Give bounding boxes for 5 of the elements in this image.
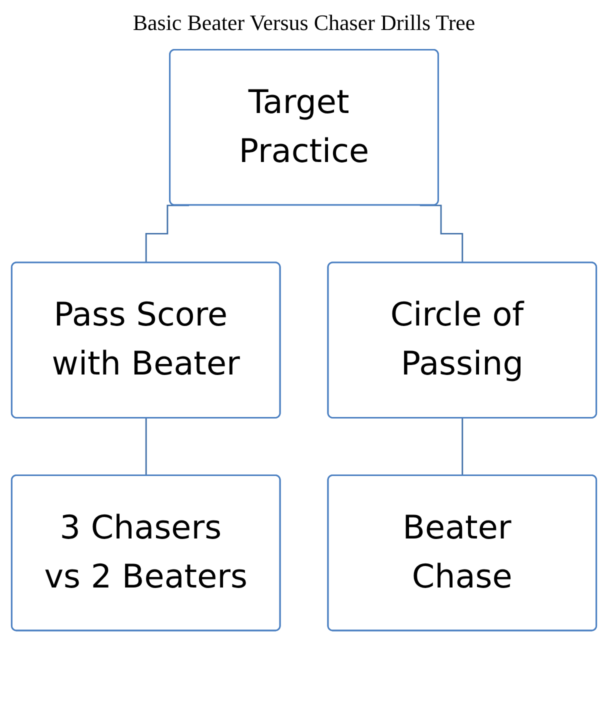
diagram-title: Basic Beater Versus Chaser Drills Tree (132, 10, 476, 36)
connector (462, 417, 464, 476)
connector (420, 204, 464, 264)
connector (145, 417, 148, 476)
connector (145, 204, 190, 264)
